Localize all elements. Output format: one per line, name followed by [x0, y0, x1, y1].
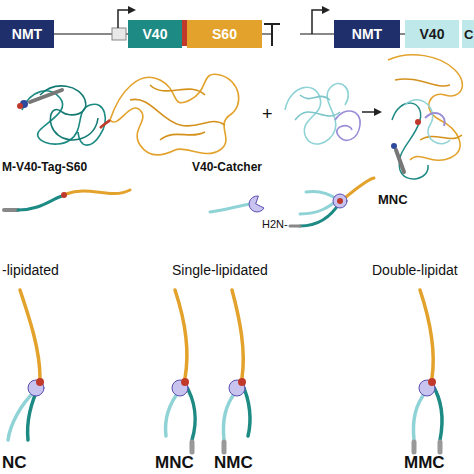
complex-label: MMC [404, 453, 445, 473]
complex-label: MNC [378, 192, 408, 207]
construct-label: M-V40-Tag-S60 [2, 160, 87, 174]
promoter-head [128, 6, 136, 14]
gene-label: V40 [420, 26, 445, 42]
protein-structure [22, 74, 239, 155]
group-heading: -lipidated [2, 262, 59, 278]
gene-label: C [464, 27, 473, 42]
dna-line [300, 33, 334, 35]
gene-box: NMT [0, 20, 54, 48]
gene-box: V40 [128, 20, 182, 48]
complex-label: NMC [214, 453, 253, 473]
plus-sign: + [262, 104, 273, 125]
dna-line [262, 33, 272, 35]
gene-box: S60 [187, 20, 262, 48]
terminus-label: H2N- [262, 218, 288, 230]
group-heading: Double-lipidat [372, 262, 458, 278]
lipid [17, 90, 62, 109]
construct-label: V40-Catcher [192, 160, 262, 174]
catcher-structure [285, 83, 360, 144]
promoter-head [322, 6, 330, 14]
gene-label: NMT [12, 26, 42, 42]
complex-structure [388, 55, 462, 179]
gene-box: V40 [405, 20, 459, 48]
lipidation-cartoons [8, 290, 442, 452]
construct-cartoon [4, 178, 374, 226]
gene-label: S60 [212, 26, 237, 42]
gene-label: V40 [143, 26, 168, 42]
complex-label: MNC [155, 453, 194, 473]
terminator [264, 24, 280, 46]
group-heading: Single-lipidated [172, 262, 268, 278]
complex-label: NC [2, 453, 27, 473]
linker-box [112, 28, 126, 40]
reaction-arrow [362, 108, 382, 116]
gene-box: C [462, 20, 474, 48]
gene-label: NMT [352, 26, 382, 42]
gene-box: NMT [334, 20, 400, 48]
